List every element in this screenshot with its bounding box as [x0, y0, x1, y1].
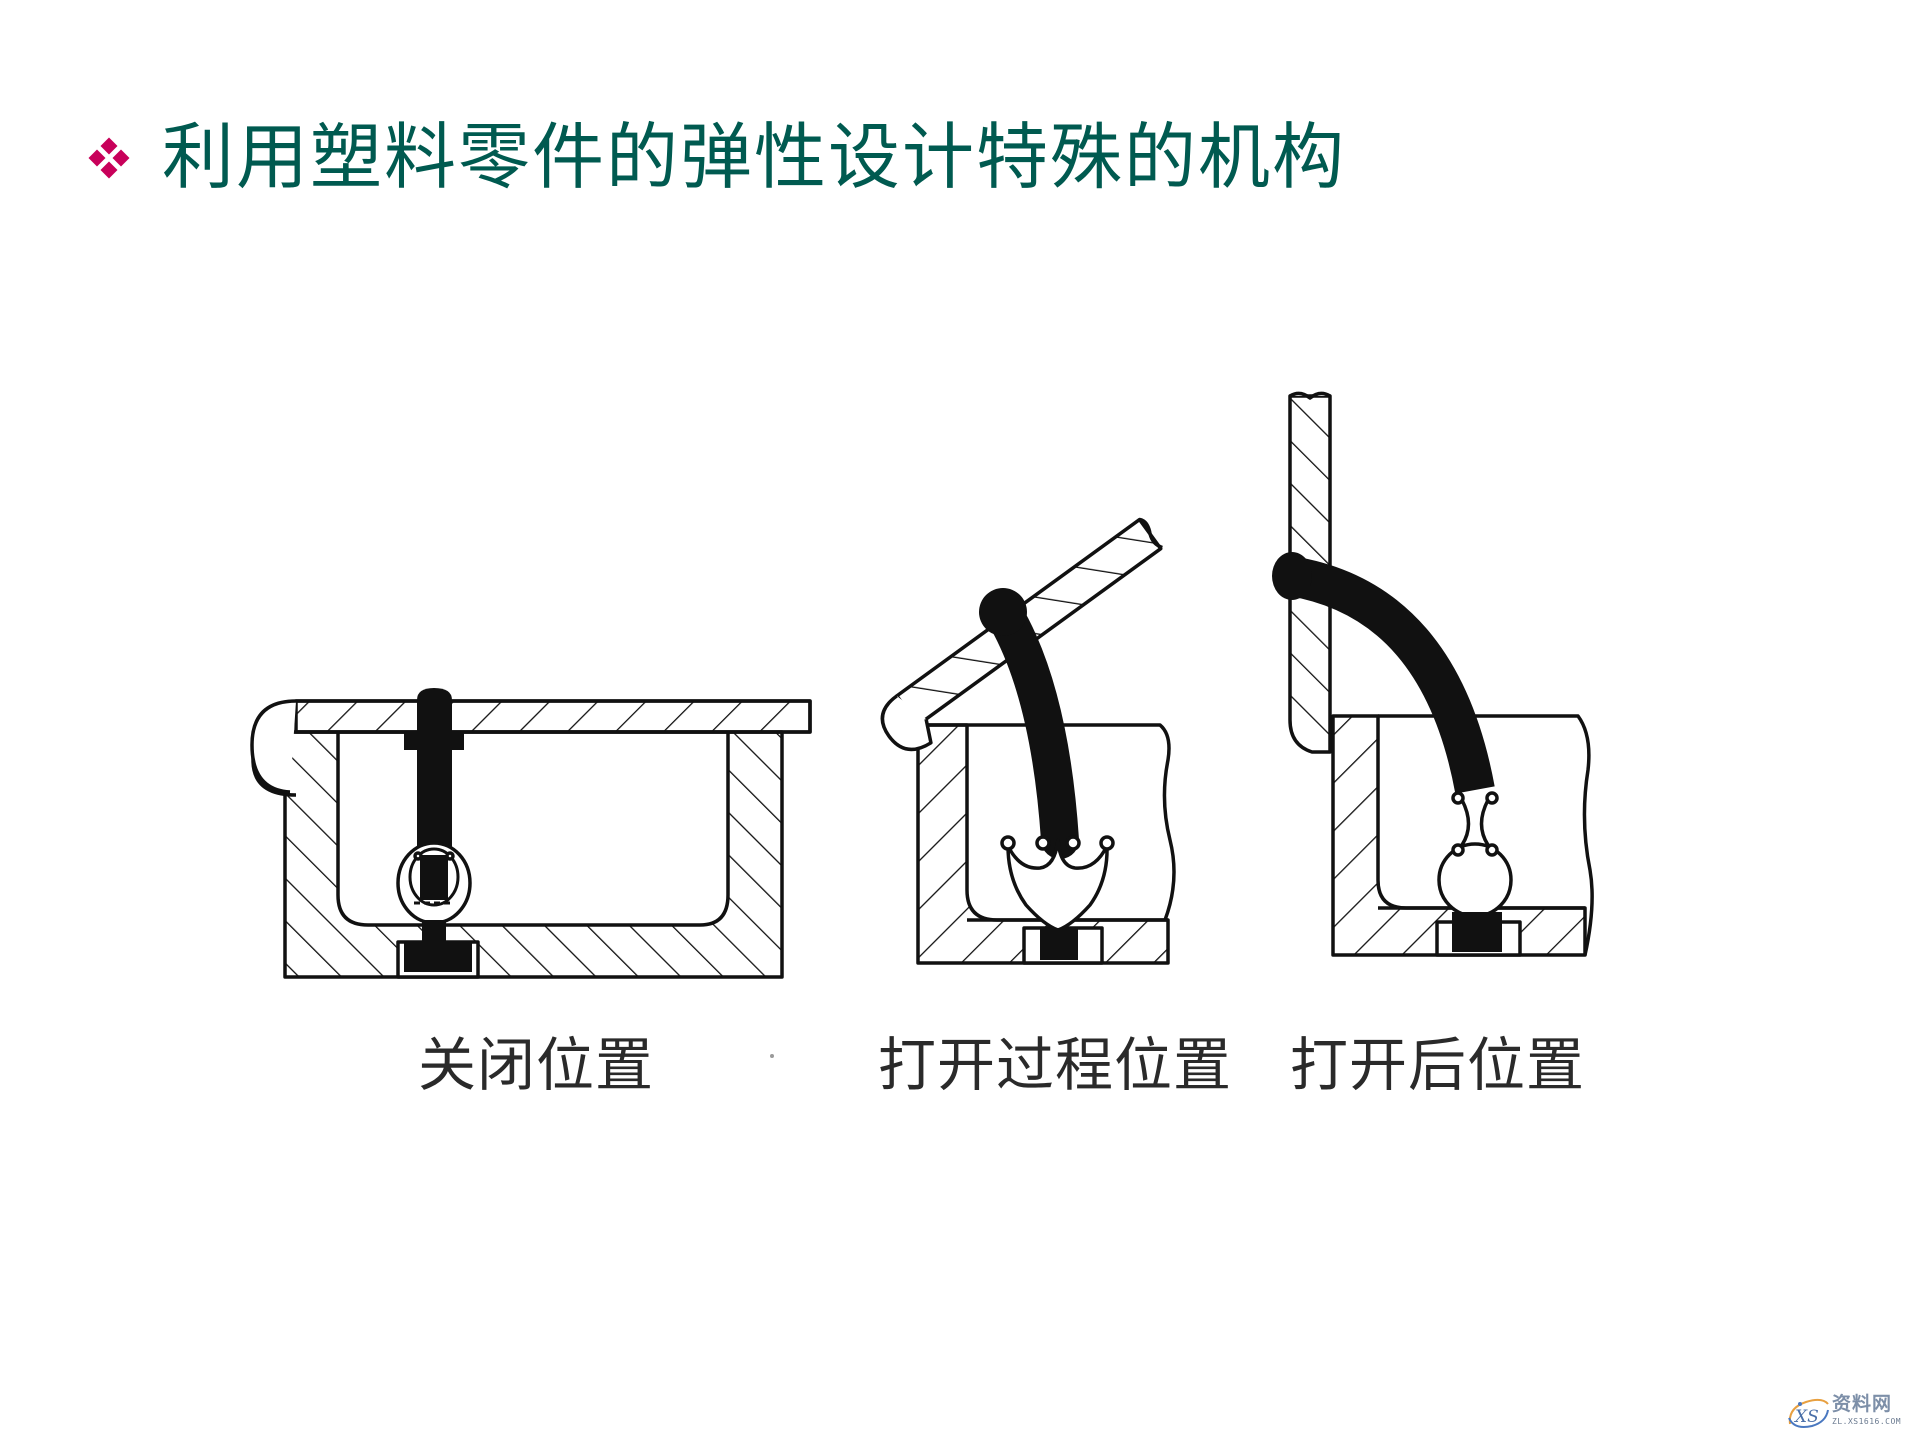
- watermark-name: 资料网: [1832, 1393, 1893, 1415]
- watermark-url: ZL.XS1616.COM: [1832, 1417, 1902, 1426]
- slide-title: 利用塑料零件的弹性设计特殊的机构: [162, 115, 1347, 199]
- xs-logo-icon: XS: [1788, 1398, 1829, 1428]
- title-row: 利用塑料零件的弹性设计特殊的机构: [88, 112, 1346, 202]
- caption-opening-position: 打开过程位置: [878, 1031, 1233, 1099]
- panel-opened-drawing: [1272, 391, 1594, 957]
- caption-opened-position: 打开后位置: [1290, 1031, 1586, 1099]
- panel-closed-drawing: [250, 688, 812, 979]
- watermark: XS 资料网 ZL.XS1616.COM: [1786, 1392, 1916, 1436]
- scan-speck: [770, 1054, 774, 1058]
- panel-opening-drawing: [880, 517, 1176, 965]
- caption-closed-position: 关闭位置: [418, 1031, 655, 1099]
- svg-text:XS: XS: [1793, 1407, 1819, 1427]
